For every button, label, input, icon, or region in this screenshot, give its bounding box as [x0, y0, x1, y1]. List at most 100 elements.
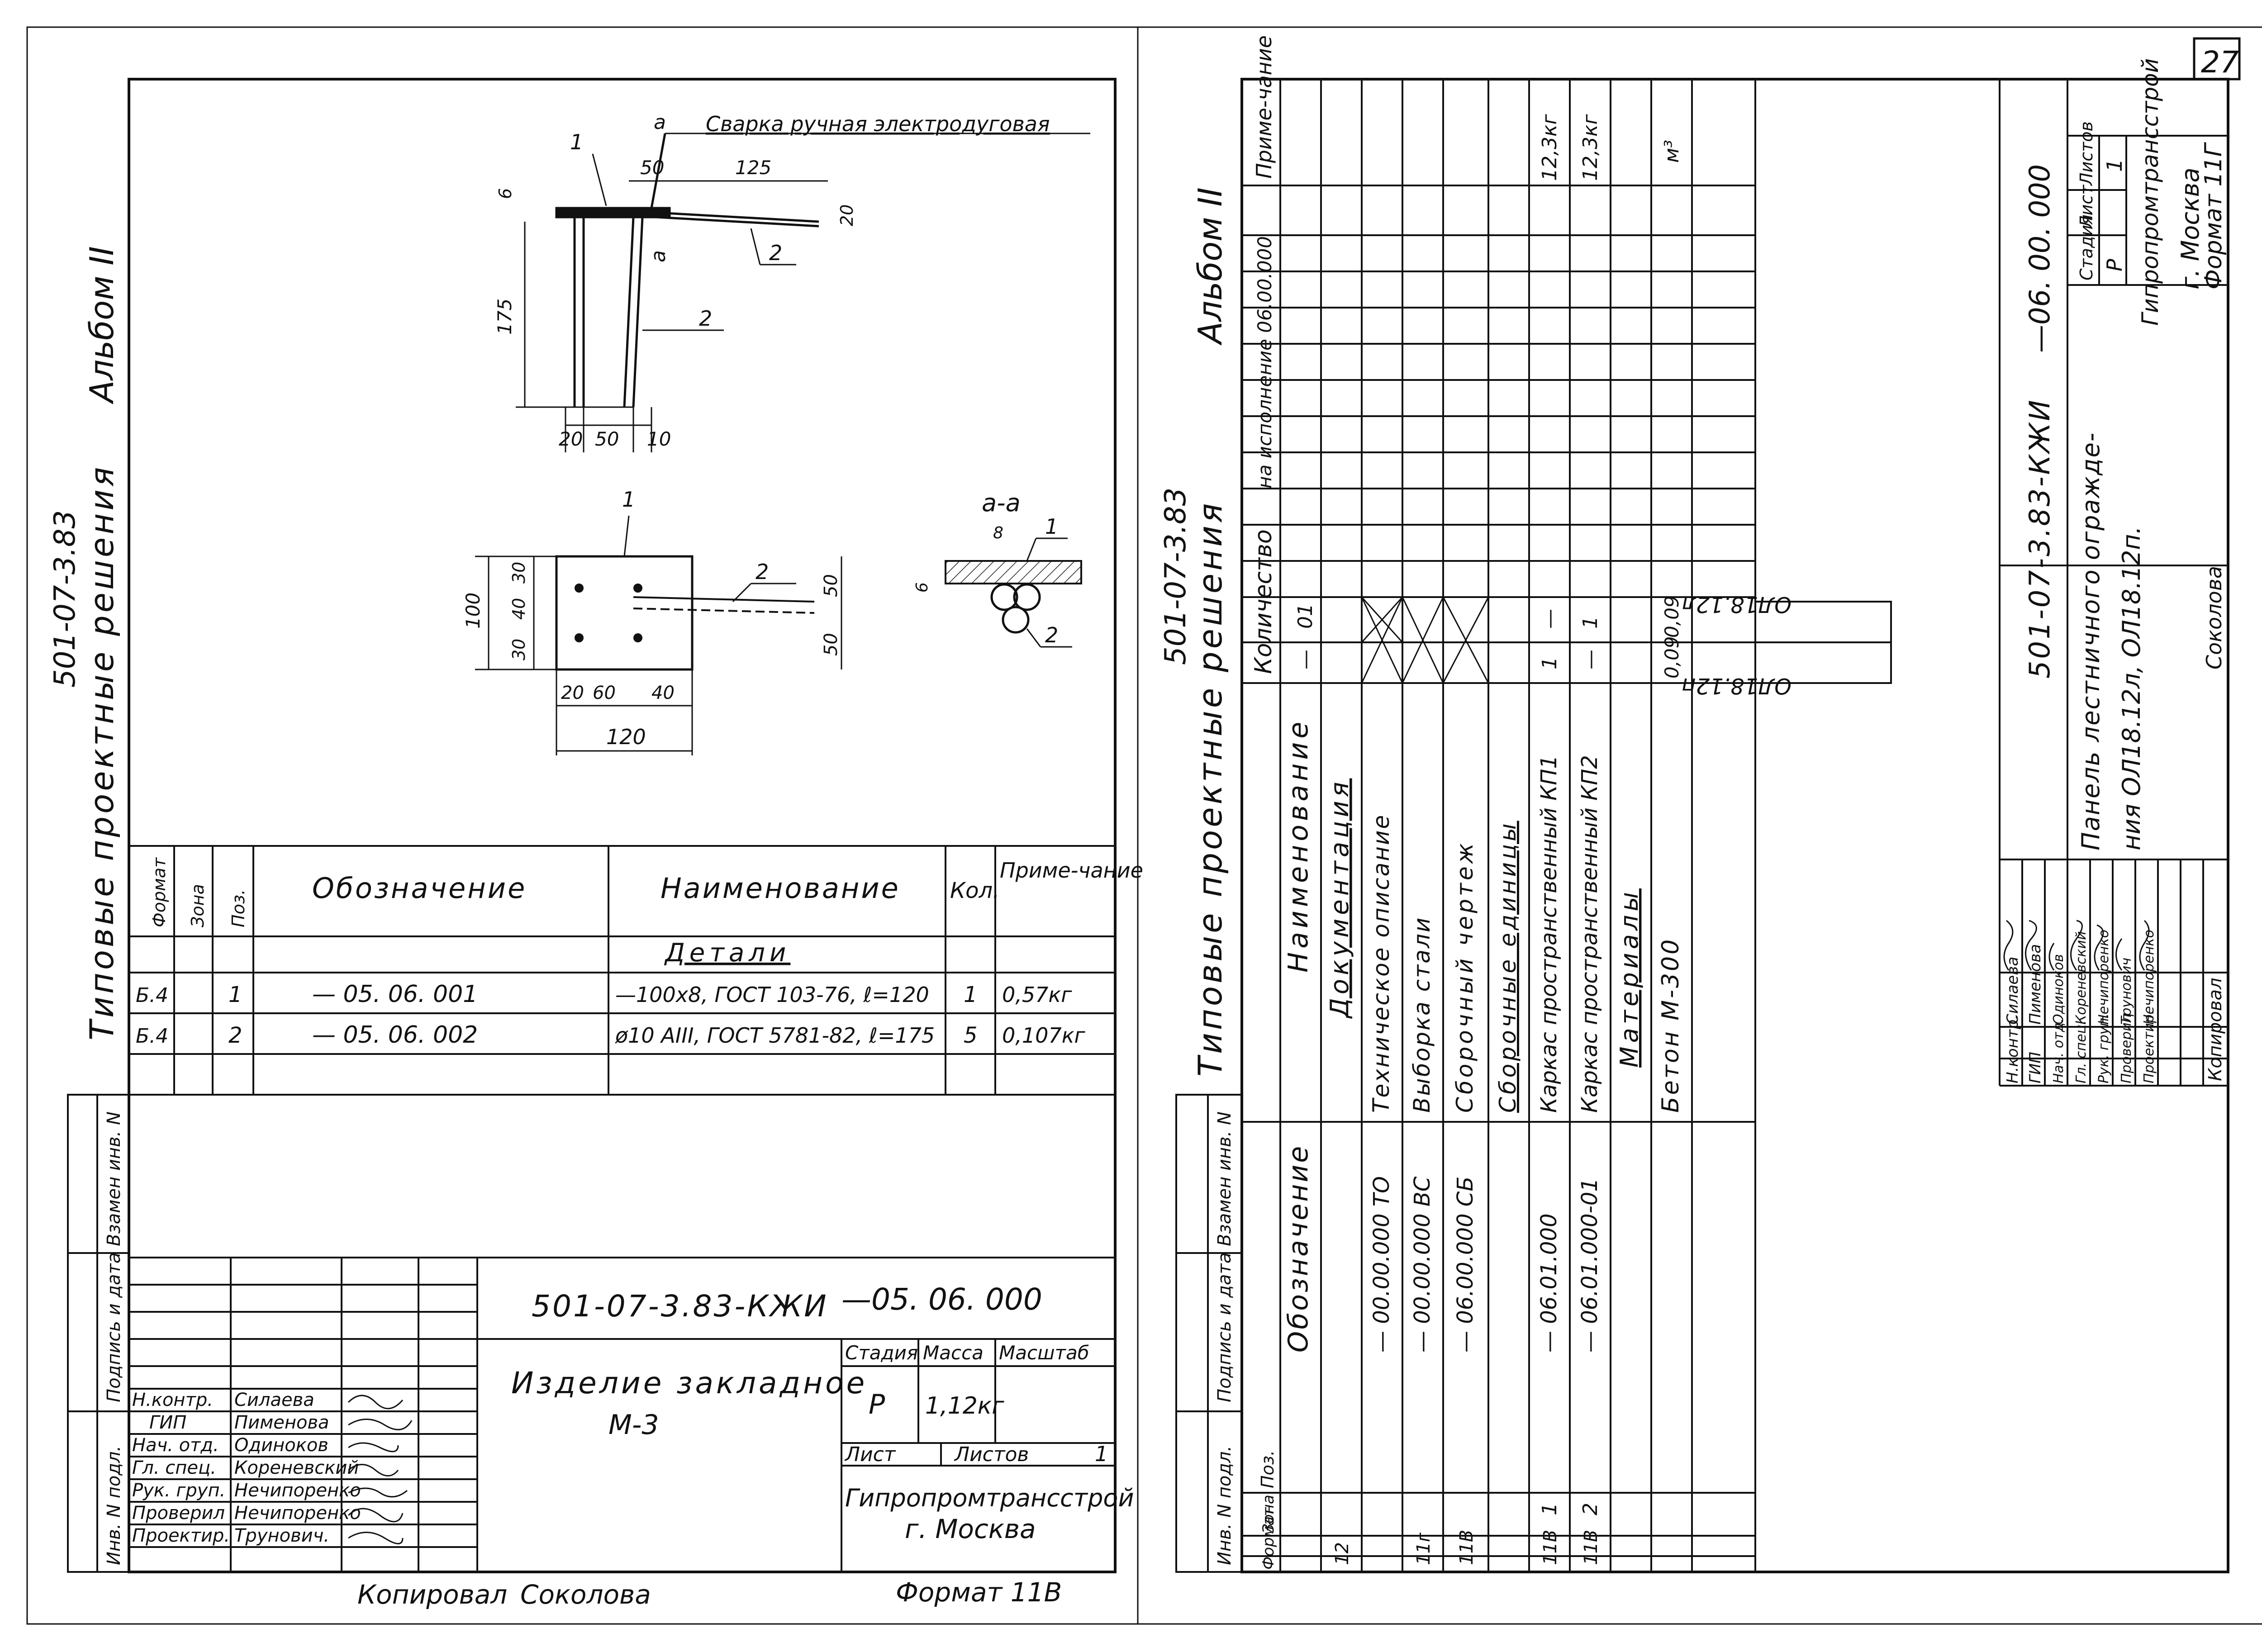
section-label: а-а [982, 489, 1021, 517]
right-side-label-replace: Взамен инв. N [1214, 1111, 1235, 1246]
right-person-3: Одиноков [2051, 954, 2067, 1025]
outer-border [26, 26, 2262, 1625]
spec-row1-name: —100х8, ГОСТ 103-76, ℓ=120 [615, 983, 929, 1007]
left-album: Альбом II [83, 246, 121, 404]
pos2-leader-d: 2 [1045, 623, 1058, 647]
right-role-6: Проверил [2119, 1014, 2134, 1083]
right-doc-suffix: —06. 00. 000 [2023, 164, 2056, 353]
r-row9-name: Бетон М-300 [1657, 938, 1684, 1113]
r-row6-pos: 1 [1538, 1503, 1561, 1515]
spec-row2-qty: 5 [964, 1023, 978, 1048]
right-role-1: Н.контр. [2004, 1015, 2022, 1083]
r-row7-designation: — 06.01.000-01 [1577, 1178, 1602, 1353]
r-header-qty-on: на исполнение 06.00.000 [1254, 236, 1276, 489]
r-header-zone: Зона [1259, 1495, 1278, 1533]
right-sheets-value: 1 [2102, 159, 2127, 172]
spec-row1-note: 0,57кг [1002, 983, 1072, 1007]
section-a-a: а-а 8 6 1 2 [913, 489, 1082, 648]
r-row7-name: Каркас пространственный КП2 [1577, 755, 1602, 1113]
left-person-1: Силаева [234, 1390, 314, 1410]
right-side-strip [1175, 1094, 1243, 1573]
left-title-line1: Изделие закладное [511, 1366, 867, 1400]
right-role-7: Проектир. [2141, 1010, 2157, 1083]
dim-175: 175 [494, 299, 516, 335]
right-sheet: 27 Инв. N подл. Подпись и дата Взамен ин… [1159, 35, 2241, 1573]
spec-row2-designation: — 05. 06. 002 [312, 1021, 478, 1049]
r-row4-name: Сборочный чертеж [1452, 840, 1478, 1113]
spec-header-designation: Обозначение [312, 872, 527, 905]
right-stage-value: Р [2102, 259, 2127, 271]
left-scale-label: Масштаб [999, 1342, 1089, 1364]
left-role-7: Проектир. [132, 1525, 230, 1546]
r-header-format: Формат [1259, 1507, 1278, 1570]
spec-header-zone: Зона [188, 884, 208, 927]
right-doc-code: 501-07-3.83-КЖИ [2023, 398, 2056, 679]
dim-120: 120 [606, 725, 646, 749]
left-doc-code: 501-07-3.83-КЖИ [532, 1289, 828, 1324]
left-copied-label: Копировал [357, 1579, 507, 1610]
r-header-qty: Количество [1250, 529, 1277, 674]
right-stage-label: Стадия [2077, 214, 2096, 280]
dim-60: 60 [593, 683, 616, 703]
side-label-replace: Взамен инв. N [104, 1111, 124, 1246]
right-person-2: Пименова [2026, 944, 2044, 1025]
r-row6-name: Каркас пространственный КП1 [1536, 755, 1562, 1113]
left-role-6: Проверил [132, 1503, 225, 1524]
right-city: г. Москва [2176, 167, 2205, 290]
left-role-4: Гл. спец. [132, 1457, 216, 1478]
left-sheets-value: 1 [1095, 1442, 1108, 1466]
spec-header-name: Наименование [661, 872, 900, 905]
section-mark-bottom: а [647, 250, 670, 262]
r-row9-note: м³ [1660, 140, 1683, 163]
mark-l: ОЛ18.12л [1682, 592, 1792, 617]
left-format: Формат 11В [896, 1577, 1062, 1608]
plate-plan-drawing: 100 30 40 30 20 60 40 120 1 2 50 50 [462, 487, 842, 755]
left-role-2: ГИП [149, 1412, 186, 1433]
dim-30a: 30 [509, 562, 529, 584]
left-person-2: Пименова [234, 1412, 329, 1433]
left-doc-suffix: —05. 06. 000 [841, 1282, 1042, 1317]
left-series-title: Типовые проектные решения [83, 465, 121, 1040]
dim-6: 6 [495, 188, 515, 199]
signature-marks-left [347, 1395, 413, 1544]
spec-row1-pos: 1 [228, 982, 242, 1007]
spec-header-pos: Поз. [228, 889, 248, 927]
r-row7-q0: — [1579, 650, 1602, 669]
right-person-6: Трунович [2119, 958, 2134, 1025]
r-row6-format: 11В [1540, 1530, 1561, 1565]
left-role-1: Н.контр. [132, 1390, 213, 1410]
r-header-designation: Обозначение [1283, 1144, 1314, 1353]
right-sheets-label: Листов [2077, 121, 2096, 186]
left-person-7: Трунович. [234, 1525, 329, 1546]
pos2-leader-c: 2 [756, 560, 769, 584]
right-side-label-sign: Подпись и дата [1214, 1253, 1235, 1402]
r-row6-q1: — [1538, 609, 1561, 629]
right-person-4: Кореневский [2073, 931, 2089, 1025]
dim-20v: 20 [837, 204, 857, 226]
left-person-4: Кореневский [234, 1457, 359, 1478]
pos2-leader-b: 2 [699, 306, 712, 331]
left-person-5: Нечипоренко [234, 1480, 361, 1501]
left-series-code: 501-07-3.83 [48, 510, 82, 688]
r-row3-designation: — 00.00.000 ВС [1410, 1176, 1435, 1353]
left-person-6: Нечипоренко [234, 1503, 361, 1524]
weld-detail-drawing: Сварка ручная электродуговая 175 6 [494, 111, 1090, 452]
dim-20: 20 [559, 428, 583, 450]
side-label-sign: Подпись и дата [104, 1253, 124, 1402]
sheet-number-box [2193, 37, 2241, 81]
right-series-title: Типовые проектные решения [1191, 501, 1229, 1077]
dim-100: 100 [462, 593, 484, 629]
right-role-2: ГИП [2026, 1052, 2044, 1083]
r-header-var-01: 01 [1294, 603, 1317, 629]
r-row3-name: Выборка стали [1409, 916, 1435, 1113]
right-role-3: Нач. отд. [2051, 1018, 2067, 1083]
spec-row2-note: 0,107кг [1002, 1023, 1085, 1048]
spec-header-qty: Кол. [950, 878, 999, 903]
dim-8: 8 [993, 524, 1003, 542]
r-row6-designation: — 06.01.000 [1536, 1213, 1562, 1353]
dim-40: 40 [509, 598, 529, 620]
right-frame [1240, 78, 2229, 1573]
left-frame [128, 78, 1117, 1573]
r-row7-q1: 1 [1579, 616, 1602, 629]
right-copied-label: Копировал [2205, 978, 2226, 1081]
